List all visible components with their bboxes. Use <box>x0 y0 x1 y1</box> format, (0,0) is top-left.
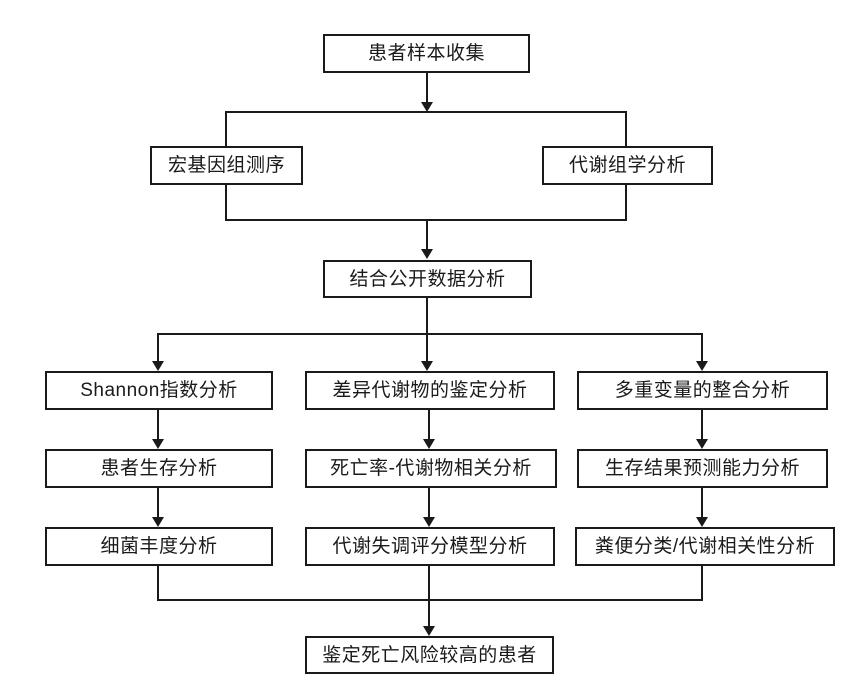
arrowhead-down <box>423 517 435 527</box>
connector-line <box>157 333 159 362</box>
node-multivariate-integration-analysis: 多重变量的整合分析 <box>577 371 828 410</box>
arrowhead-down <box>421 102 433 112</box>
node-public-data-analysis: 结合公开数据分析 <box>323 260 532 298</box>
connector-line <box>157 566 159 601</box>
node-high-risk-patient-identification: 鉴定死亡风险较高的患者 <box>305 636 554 674</box>
node-mortality-metabolite-correlation: 死亡率-代谢物相关分析 <box>305 449 557 488</box>
node-bacterial-abundance-analysis: 细菌丰度分析 <box>45 527 273 566</box>
node-metagenomic-sequencing: 宏基因组测序 <box>150 146 303 185</box>
connector-line <box>157 599 703 601</box>
arrowhead-down <box>152 439 164 449</box>
connector-line <box>701 410 703 440</box>
connector-line <box>701 333 703 362</box>
node-metabolic-dysregulation-score-model: 代谢失调评分模型分析 <box>305 527 555 566</box>
connector-line <box>701 566 703 601</box>
connector-line <box>701 488 703 518</box>
connector-line <box>426 298 428 362</box>
connector-line <box>225 111 627 113</box>
node-patient-survival-analysis: 患者生存分析 <box>45 449 273 488</box>
arrowhead-down <box>696 439 708 449</box>
connector-line <box>428 410 430 440</box>
connector-line <box>428 488 430 518</box>
connector-line <box>426 219 428 250</box>
arrowhead-down <box>421 249 433 259</box>
arrowhead-down <box>152 361 164 371</box>
arrowhead-down <box>423 439 435 449</box>
arrowhead-down <box>696 517 708 527</box>
connector-line <box>426 73 428 103</box>
arrowhead-down <box>696 361 708 371</box>
node-metabolomics-analysis: 代谢组学分析 <box>542 146 713 185</box>
arrowhead-down <box>421 361 433 371</box>
node-fecal-classification-metabolic-correlation: 粪便分类/代谢相关性分析 <box>575 527 835 566</box>
node-differential-metabolite-identification: 差异代谢物的鉴定分析 <box>305 371 555 410</box>
arrowhead-down <box>152 517 164 527</box>
node-survival-prediction-ability-analysis: 生存结果预测能力分析 <box>577 449 828 488</box>
node-shannon-index-analysis: Shannon指数分析 <box>45 371 273 410</box>
connector-line <box>428 566 430 627</box>
connector-line <box>157 488 159 518</box>
arrowhead-down <box>423 626 435 636</box>
connector-line <box>157 410 159 440</box>
node-sample-collection: 患者样本收集 <box>323 34 530 73</box>
connector-line <box>157 333 703 335</box>
